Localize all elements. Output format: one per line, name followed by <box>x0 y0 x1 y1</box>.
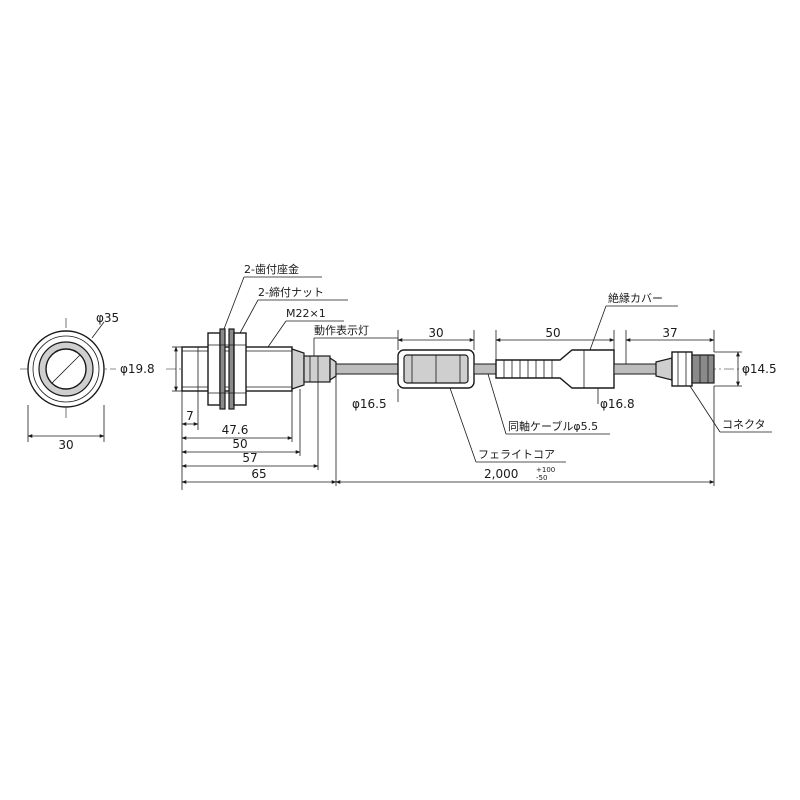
coax-cable-segment-1 <box>335 363 399 375</box>
callouts: 2-歯付座金 2-締付ナット M22×1 動作表示灯 絶縁カバー 同軸ケーブルφ… <box>223 262 772 463</box>
label-thread: M22×1 <box>286 307 326 320</box>
label-ferrite-core: フェライトコア <box>478 448 555 461</box>
toothed-washer-1 <box>219 328 226 410</box>
connector-head <box>691 354 715 384</box>
label-insulation-cover: 絶縁カバー <box>608 291 663 305</box>
coax-cable-segment-3 <box>613 363 657 375</box>
tol-minus-label: -50 <box>536 474 547 482</box>
label-clamp-nut: 2-締付ナット <box>258 285 324 299</box>
top-dimensions: 30 50 37 <box>397 326 715 364</box>
cover-len-label: 50 <box>545 326 560 340</box>
clamp-nut-2 <box>233 332 247 406</box>
bottom-dimensions: 7 47.6 50 57 65 2,000 +100 -50 φ16.5 φ16… <box>181 376 715 490</box>
cable-len-label: 2,000 <box>484 467 518 481</box>
connector-body <box>671 351 693 387</box>
front-dia-label: φ35 <box>96 311 119 325</box>
toothed-washer-2 <box>228 328 235 410</box>
tol-plus-label: +100 <box>536 466 555 474</box>
d7-label: 7 <box>186 409 194 423</box>
conn-dia-label: φ14.5 <box>742 362 777 376</box>
d50-label: 50 <box>232 437 247 451</box>
body-dia-label: φ19.8 <box>120 362 155 376</box>
front-view: φ35 30 <box>20 311 119 452</box>
body-taper <box>291 348 305 390</box>
label-connector: コネクタ <box>722 418 766 431</box>
cover-dia-label: φ16.8 <box>600 397 635 411</box>
insulation-cover <box>495 349 615 389</box>
ferrite-len-label: 30 <box>428 326 443 340</box>
coax-cable-segment-2 <box>473 363 497 375</box>
d65-label: 65 <box>251 467 266 481</box>
clamp-nut-1 <box>207 332 221 406</box>
d57-label: 57 <box>242 451 257 465</box>
side-view: φ19.8 <box>120 328 777 410</box>
conn-len-label: 37 <box>662 326 677 340</box>
front-width-label: 30 <box>58 438 73 452</box>
indicator-housing <box>303 355 331 383</box>
ferrite-dia-label: φ16.5 <box>352 397 387 411</box>
label-indicator: 動作表示灯 <box>314 323 369 337</box>
label-coax-cable: 同軸ケーブルφ5.5 <box>508 419 598 433</box>
d47-6-label: 47.6 <box>222 423 249 437</box>
label-toothed-washer: 2-歯付座金 <box>244 262 299 276</box>
